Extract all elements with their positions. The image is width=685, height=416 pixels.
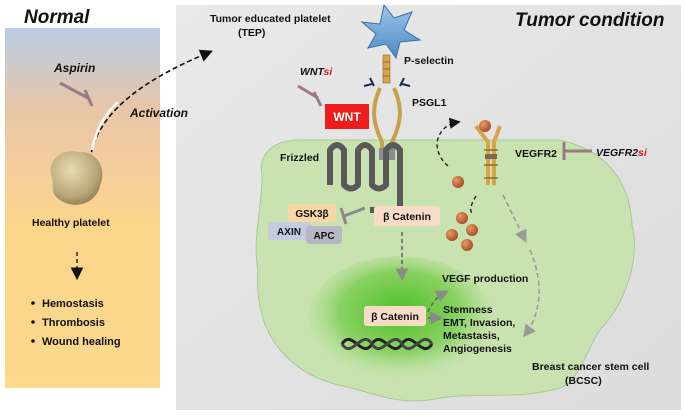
vegf-particle-icon <box>461 239 473 251</box>
aspirin-inhibit-icon <box>59 81 94 107</box>
tep-platelet-icon <box>360 3 422 60</box>
bcsc-label-line2: (BCSC) <box>565 375 602 387</box>
vegfr2-inhibit-icon <box>562 142 592 160</box>
bcsc-label-line1: Breast cancer stem cell <box>532 361 649 373</box>
wnt-si-label: WNTsi <box>300 66 333 78</box>
vegf-production-label: VEGF production <box>442 273 528 285</box>
dna-helix-icon <box>340 337 434 351</box>
vegf-particle-icon <box>466 224 478 236</box>
bcatenin-cyto-box <box>374 206 440 226</box>
function-wound-healing: Wound healing <box>42 336 121 348</box>
vegf-particle-icon <box>452 176 464 188</box>
activation-label: Activation <box>129 106 188 120</box>
vegf-particle-icon <box>456 212 468 224</box>
axin-label: AXIN <box>277 227 301 238</box>
activation-arrow-icon <box>89 49 213 161</box>
psgl1-label: PSGL1 <box>412 97 447 109</box>
bullet-icon <box>31 320 35 324</box>
bcatenin-nuc-box <box>364 306 426 326</box>
healthy-platelet-label: Healthy platelet <box>32 217 110 229</box>
vegf-secretion-arrow-icon <box>436 117 461 167</box>
outcome-metastasis: Metastasis, <box>443 330 500 342</box>
healthy-platelet-icon <box>50 151 103 205</box>
vegf-to-outcome-arrow-icon <box>523 249 540 338</box>
vegfr2-receptor-icon <box>474 124 502 185</box>
vegf-particles <box>446 120 491 251</box>
frizzled-receptor-icon <box>327 142 403 213</box>
axin-box <box>268 222 310 240</box>
apc-box <box>306 226 342 244</box>
outcome-stemness: Stemness <box>443 304 493 316</box>
wnt-inhibit-icon <box>297 84 323 107</box>
aspirin-label: Aspirin <box>53 61 95 75</box>
tumor-title: Tumor condition <box>515 10 665 31</box>
gsk3b-label: GSK3β <box>295 209 328 220</box>
bcatenin-nuc-label: β Catenin <box>371 311 419 323</box>
vegf-loop-arrow-icon <box>470 195 477 215</box>
wnt-box-label: WNT <box>333 110 361 124</box>
gsk3b-box <box>288 204 336 222</box>
bcatenin-to-vegf-arrow-icon <box>427 290 449 313</box>
function-hemostasis: Hemostasis <box>42 298 104 310</box>
vegfr2-label: VEGFR2 <box>515 148 557 160</box>
vegf-particle-icon <box>479 120 491 132</box>
activation-highlight <box>90 101 119 151</box>
bullet-icon <box>31 339 35 343</box>
function-list: Hemostasis Thrombosis Wound healing <box>31 298 121 348</box>
normal-title: Normal <box>24 7 90 28</box>
vegfr2-si-label: VEGFR2si <box>596 147 648 159</box>
wnt-box <box>325 104 369 129</box>
frizzled-inhibit-icon <box>339 206 366 225</box>
bullet-icon <box>31 301 35 305</box>
p-selectin-label: P-selectin <box>404 55 454 67</box>
function-thrombosis: Thrombosis <box>42 317 105 329</box>
apc-label: APC <box>313 231 334 242</box>
frizzled-label: Frizzled <box>280 152 319 164</box>
normal-panel-bg <box>5 28 160 388</box>
outcome-angiogenesis: Angiogenesis <box>443 343 512 355</box>
tep-label-line1: Tumor educated platelet <box>210 13 331 25</box>
outcome-emt: EMT, Invasion, <box>443 317 515 329</box>
tep-label-line2: (TEP) <box>238 27 265 39</box>
bcatenin-cyto-label: β Catenin <box>383 211 431 223</box>
vegf-particle-icon <box>446 229 458 241</box>
vegfr2-signal-arrow-icon <box>502 194 527 243</box>
